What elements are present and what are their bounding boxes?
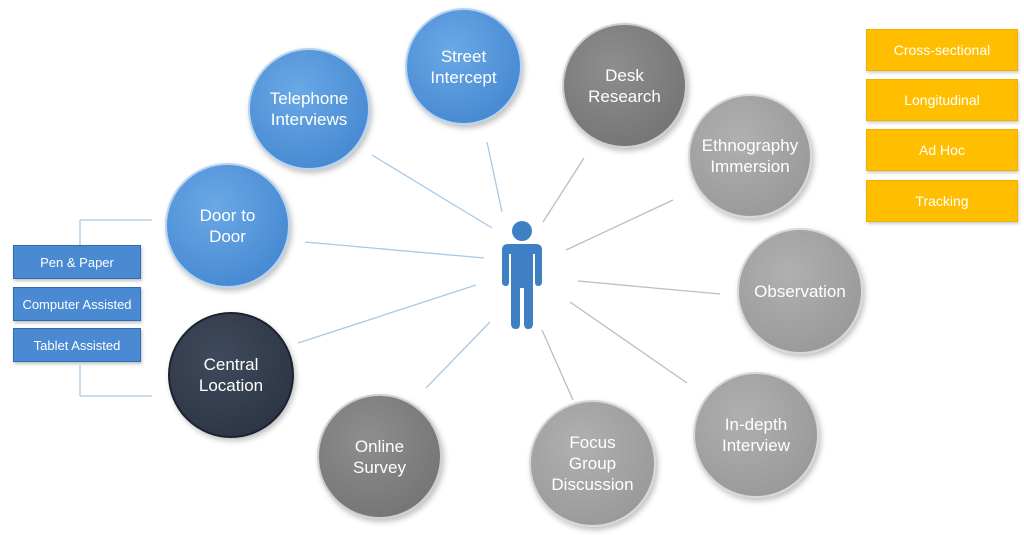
label-observation: Observation — [754, 281, 846, 301]
circle-indepth-interview[interactable]: In-depth Interview — [693, 372, 819, 498]
circle-ethnography[interactable]: Ethnography Immersion — [688, 94, 812, 218]
tag-longitudinal[interactable]: Longitudinal — [866, 79, 1018, 121]
tag-label: Ad Hoc — [919, 142, 965, 158]
mode-label: Computer Assisted — [22, 296, 132, 312]
mode-pen-paper[interactable]: Pen & Paper — [13, 245, 141, 279]
circle-desk-research[interactable]: Desk Research — [562, 23, 687, 148]
connector-ethnography — [565, 199, 674, 251]
label-indepth-interview: In-depth Interview — [721, 415, 791, 455]
connector-online-survey — [425, 321, 491, 389]
tag-label: Cross-sectional — [893, 42, 991, 58]
connector-door-to-door — [304, 241, 485, 259]
circle-street-intercept[interactable]: Street Intercept — [405, 8, 522, 125]
person-icon — [502, 221, 542, 329]
tag-label: Tracking — [915, 193, 969, 209]
circle-online-survey[interactable]: Online Survey — [317, 394, 442, 519]
label-ethnography: Ethnography Immersion — [701, 136, 799, 176]
circle-focus-group[interactable]: Focus Group Discussion — [529, 400, 656, 527]
connector-observation — [577, 280, 721, 295]
circle-observation[interactable]: Observation — [737, 228, 863, 354]
connector-telephone-interviews — [371, 154, 493, 229]
circle-door-to-door[interactable]: Door to Door — [165, 163, 290, 288]
mode-tablet-assisted[interactable]: Tablet Assisted — [13, 328, 141, 362]
tag-cross-sectional[interactable]: Cross-sectional — [866, 29, 1018, 71]
connector-street-intercept — [486, 141, 503, 213]
mode-computer-assisted[interactable]: Computer Assisted — [13, 287, 141, 321]
label-focus-group: Focus Group Discussion — [551, 433, 634, 494]
connector-central-location — [297, 284, 477, 344]
mode-label: Pen & Paper — [40, 254, 114, 270]
circle-telephone-interviews[interactable]: Telephone Interviews — [248, 48, 370, 170]
label-street-intercept: Street Intercept — [430, 46, 497, 87]
connector-focus-group — [541, 329, 574, 401]
connector-indepth-interview — [569, 301, 688, 384]
connector-desk-research — [542, 157, 585, 223]
mode-label: Tablet Assisted — [33, 337, 121, 353]
label-desk-research: Desk Research — [588, 65, 661, 106]
circle-central-location[interactable]: Central Location — [168, 312, 294, 438]
tag-label: Longitudinal — [904, 92, 980, 108]
label-online-survey: Online Survey — [353, 436, 406, 477]
tag-tracking[interactable]: Tracking — [866, 180, 1018, 222]
label-door-to-door: Door to Door — [199, 205, 256, 246]
label-telephone-interviews: Telephone Interviews — [269, 89, 349, 129]
label-central-location: Central Location — [198, 355, 264, 395]
tag-ad-hoc[interactable]: Ad Hoc — [866, 129, 1018, 171]
